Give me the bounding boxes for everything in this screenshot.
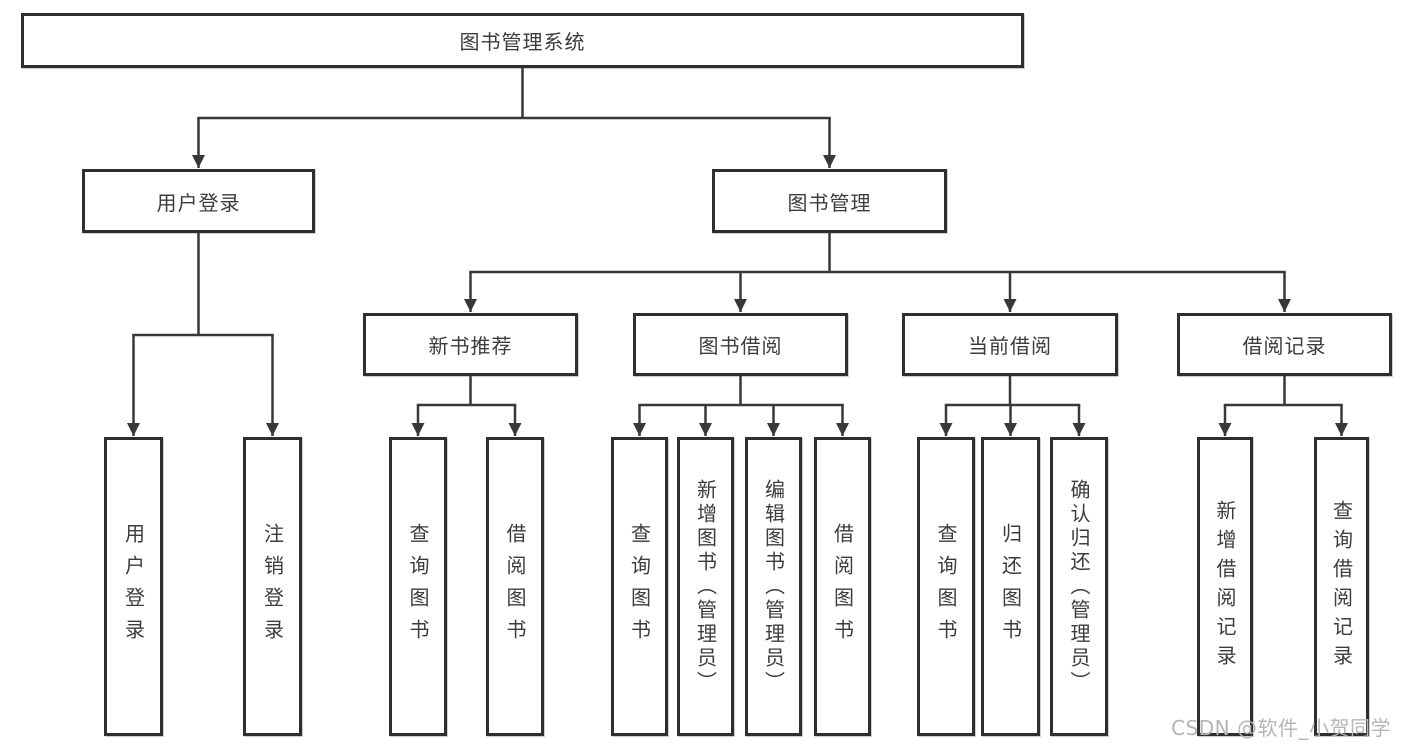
node-leaf-query-book-3: 查询图书 (917, 437, 975, 736)
node-leaf-borrow-book-2: 借阅图书 (814, 437, 871, 736)
node-book-mgmt: 图书管理 (712, 169, 947, 233)
node-label-book-mgmt: 图书管理 (787, 190, 872, 215)
node-label-leaf-edit-book: 编辑图书（管理员） (761, 478, 786, 695)
node-label-leaf-logout: 注销登录 (260, 522, 285, 651)
node-root: 图书管理系统 (21, 13, 1024, 68)
node-label-leaf-return-book: 归还图书 (998, 522, 1023, 651)
node-label-leaf-confirm-return: 确认归还（管理员） (1067, 478, 1091, 695)
node-leaf-user-login: 用户登录 (104, 437, 163, 736)
node-borrow-record: 借阅记录 (1177, 313, 1392, 376)
node-leaf-borrow-book-1: 借阅图书 (486, 437, 544, 736)
node-label-book-borrow: 图书借阅 (698, 334, 783, 358)
node-leaf-query-book-2: 查询图书 (611, 437, 668, 736)
node-label-root: 图书管理系统 (459, 30, 586, 54)
node-leaf-edit-book: 编辑图书（管理员） (745, 437, 802, 736)
node-new-book-rec: 新书推荐 (363, 313, 578, 376)
node-leaf-return-book: 归还图书 (981, 437, 1040, 736)
node-label-user-login: 用户登录 (156, 190, 241, 215)
node-label-borrow-record: 借阅记录 (1242, 334, 1327, 358)
node-user-login: 用户登录 (82, 169, 315, 233)
node-leaf-confirm-return: 确认归还（管理员） (1050, 437, 1108, 736)
node-label-leaf-add-borrow-record: 新增借阅记录 (1213, 499, 1237, 674)
node-leaf-add-borrow-record: 新增借阅记录 (1197, 437, 1253, 736)
node-label-leaf-query-book-1: 查询图书 (406, 522, 430, 651)
node-book-borrow: 图书借阅 (633, 313, 848, 376)
node-label-current-borrow: 当前借阅 (968, 334, 1052, 358)
node-label-new-book-rec: 新书推荐 (428, 334, 513, 358)
node-label-leaf-query-book-3: 查询图书 (934, 522, 958, 651)
watermark: CSDN @软件_小贺同学 (1171, 716, 1391, 740)
node-label-leaf-add-book: 新增图书（管理员） (693, 478, 718, 695)
node-current-borrow: 当前借阅 (902, 313, 1118, 376)
node-label-leaf-user-login: 用户登录 (121, 522, 146, 651)
node-leaf-query-book-1: 查询图书 (389, 437, 447, 736)
node-leaf-query-borrow-record: 查询借阅记录 (1314, 437, 1369, 736)
node-label-leaf-borrow-book-2: 借阅图书 (830, 522, 855, 651)
node-label-leaf-query-borrow-record: 查询借阅记录 (1329, 499, 1354, 674)
node-leaf-add-book: 新增图书（管理员） (677, 437, 734, 736)
node-leaf-logout: 注销登录 (243, 437, 302, 736)
node-label-leaf-borrow-book-1: 借阅图书 (503, 522, 527, 651)
node-label-leaf-query-book-2: 查询图书 (627, 522, 652, 651)
